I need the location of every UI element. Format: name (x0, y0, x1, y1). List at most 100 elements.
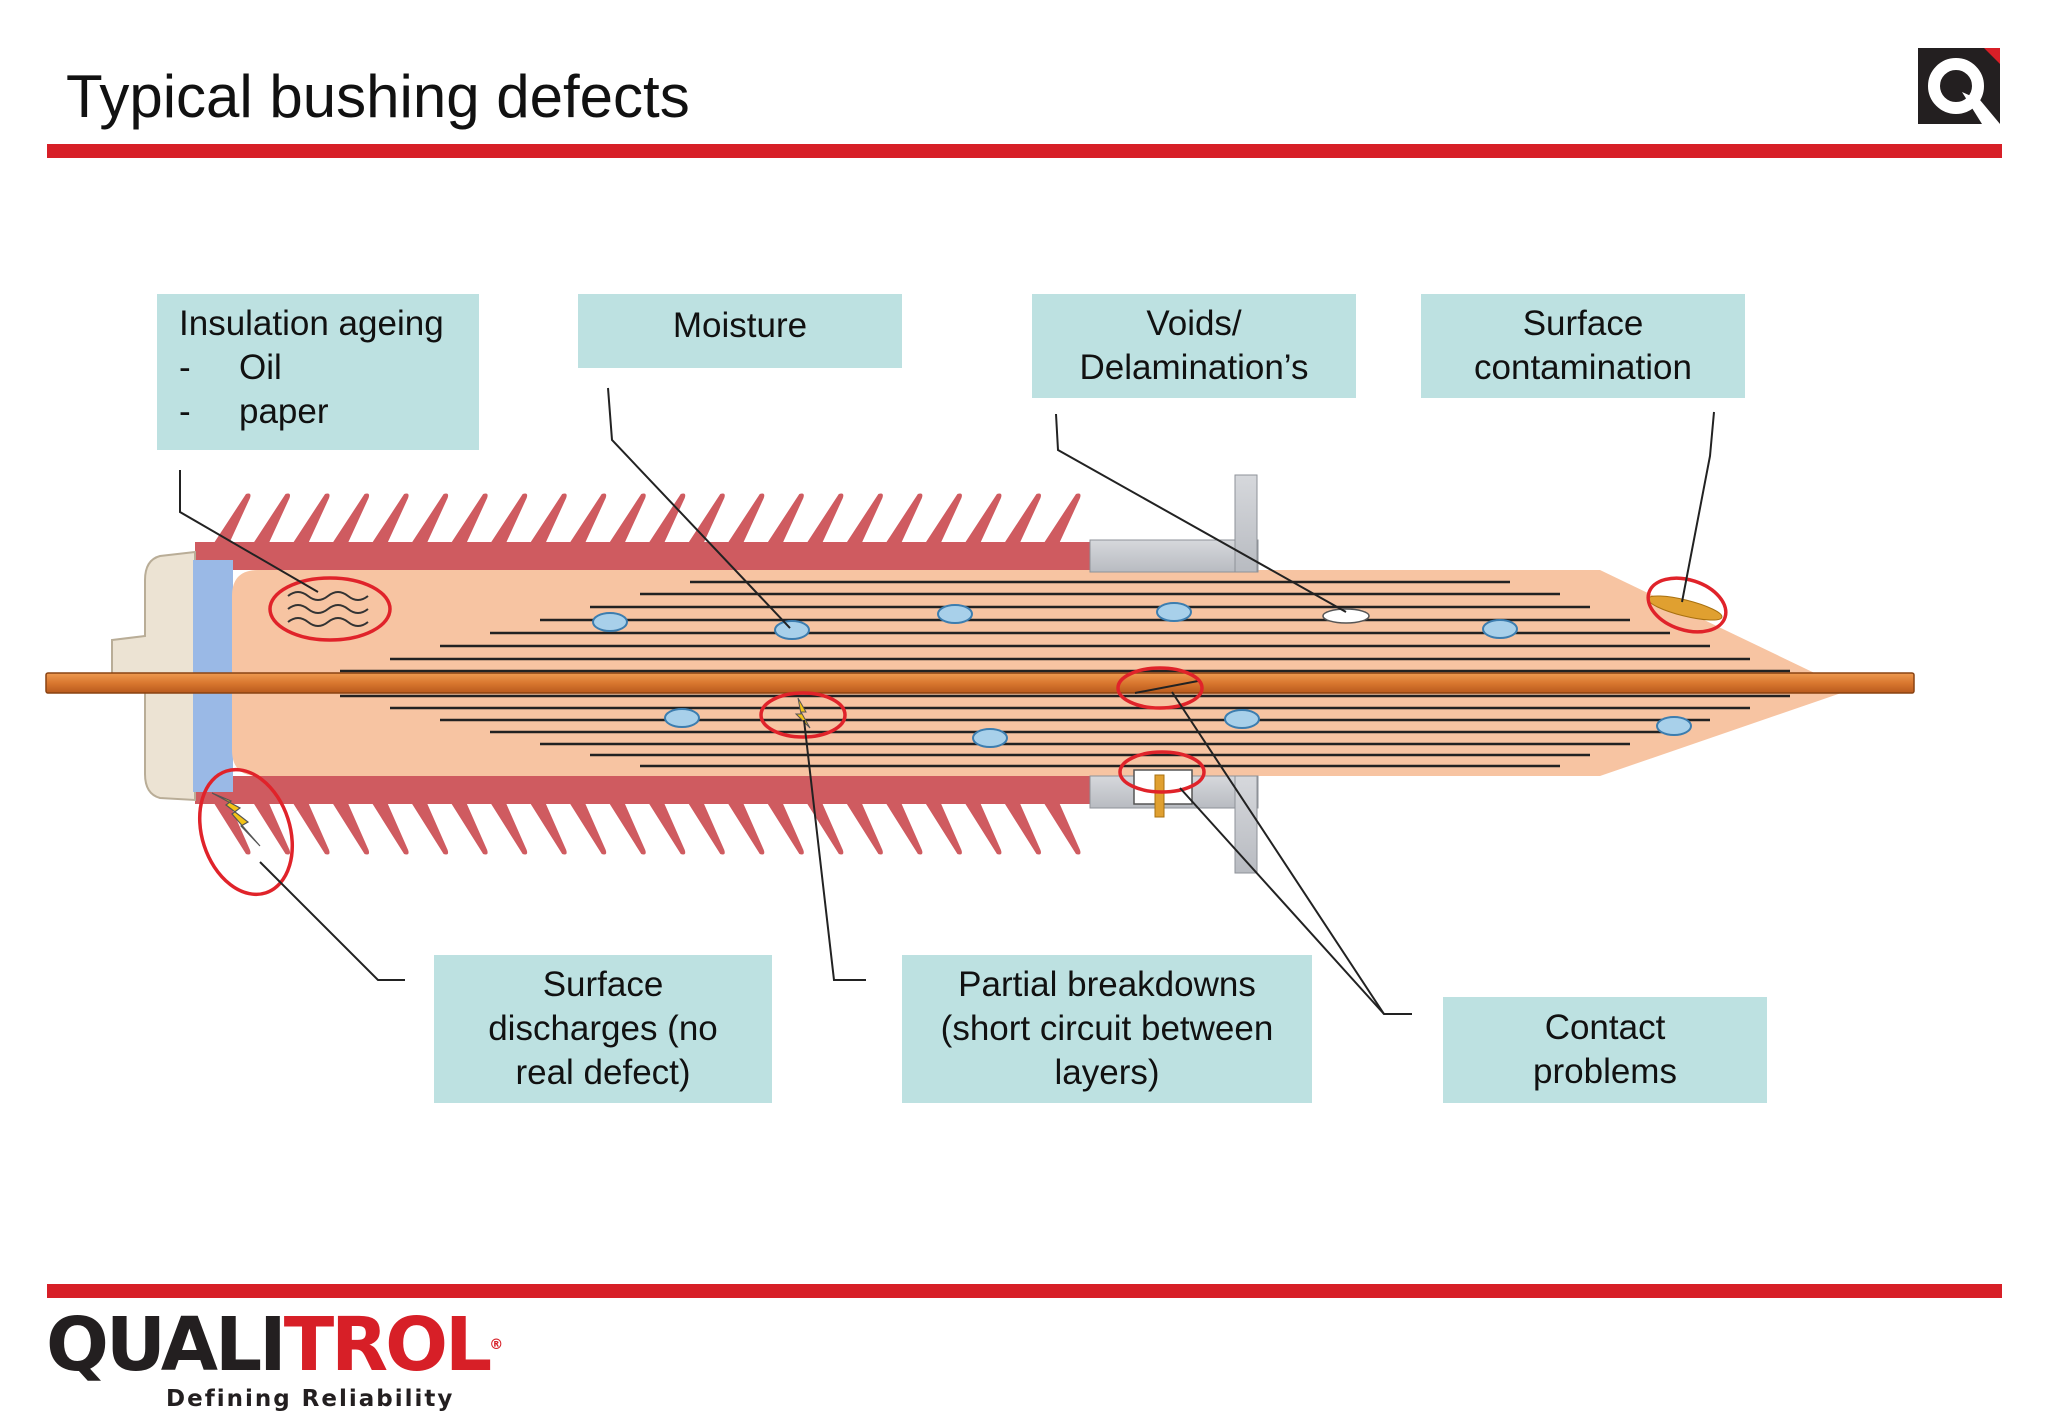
bullet-text: paper (239, 392, 329, 431)
moisture-droplet (1656, 716, 1692, 736)
foil-layers (340, 580, 1790, 768)
label-partial-breakdowns-line: Partial breakdowns (958, 965, 1256, 1004)
shed-rib (565, 493, 607, 546)
qualitrol-logo: QUALITROL® Defining Reliability (46, 1308, 503, 1412)
ageing-wave-icon (287, 591, 369, 627)
shed-rib (684, 493, 725, 546)
shed-rib (210, 800, 251, 855)
breakdown-lightning-icon (794, 697, 811, 729)
label-contact-problems: Contact problems (1443, 997, 1767, 1103)
shed-rib (723, 493, 765, 546)
layer-short-circuit (1134, 680, 1199, 694)
shed-rib (368, 800, 409, 855)
shed-rib (605, 800, 646, 855)
label-voids: Voids/ Delamination’s (1032, 294, 1356, 398)
flange-upper-plate (1234, 474, 1258, 573)
shed-rib (763, 493, 804, 546)
shed-rib (802, 493, 844, 546)
shed-rib (447, 493, 488, 546)
shed-rib (328, 493, 370, 546)
shed-rib (486, 800, 528, 855)
label-surface-contamination-line: contamination (1474, 348, 1692, 387)
upper-housing (195, 542, 1090, 570)
brand-name-suffix: TROL (283, 1302, 493, 1388)
label-surface-discharges-line: Surface (542, 965, 664, 1004)
slide-title: Typical bushing defects (66, 63, 690, 130)
moisture-droplet (1224, 709, 1260, 729)
leader-insulation-ageing (179, 470, 319, 593)
footer-divider (47, 1284, 2002, 1298)
moisture-droplet (774, 620, 810, 640)
bullet-dash: - (179, 348, 191, 387)
label-partial-breakdowns-line: layers) (1054, 1053, 1160, 1092)
bullet-text: Oil (239, 348, 282, 387)
upper-sheds (210, 493, 1081, 546)
void-marker (1322, 608, 1370, 624)
moisture-droplet (972, 728, 1008, 748)
brand-tagline: Defining Reliability (166, 1386, 455, 1412)
shed-rib (407, 800, 449, 855)
label-bullet-oil: - Oil (179, 346, 282, 390)
contact-pin (1154, 774, 1165, 818)
highlight-contact (1118, 750, 1206, 794)
label-contact-problems-line: problems (1533, 1052, 1677, 1091)
shed-rib (1000, 493, 1041, 546)
highlight-surface-contamination (1646, 576, 1728, 634)
shed-rib (249, 493, 291, 546)
moisture-droplet (1156, 602, 1192, 622)
shed-rib (565, 800, 607, 855)
shed-rib (723, 800, 765, 855)
lower-housing (195, 776, 1090, 804)
leader-surface-discharges (259, 861, 405, 981)
moisture-droplets (592, 602, 1692, 748)
moisture-droplet (664, 708, 700, 728)
lower-sheds (210, 800, 1081, 855)
shed-rib (921, 493, 962, 546)
shed-rib (960, 800, 1002, 855)
label-bullet-paper: - paper (179, 390, 329, 434)
shed-rib (526, 800, 567, 855)
highlight-short-circuit (1116, 666, 1204, 710)
shed-rib (644, 493, 686, 546)
registered-mark: ® (489, 1337, 504, 1353)
label-surface-contamination-line: Surface (1522, 304, 1644, 343)
moisture-droplet (592, 612, 628, 632)
shed-rib (210, 493, 251, 546)
flange-upper-sleeve (1089, 539, 1259, 573)
highlight-insulation-ageing (268, 576, 392, 642)
shed-rib (763, 800, 804, 855)
shed-rib (802, 800, 844, 855)
shed-rib (289, 800, 330, 855)
moisture-droplet (937, 604, 973, 624)
leader-lines (179, 387, 1715, 1015)
label-surface-discharges: Surface discharges (no real defect) (434, 955, 772, 1103)
shed-rib (605, 493, 646, 546)
shed-rib (921, 800, 962, 855)
moisture-droplet (1482, 619, 1518, 639)
flange-lower-plate (1234, 775, 1258, 874)
leader-contact-2 (1179, 787, 1385, 1015)
shed-rib (407, 493, 449, 546)
shed-rib (486, 493, 528, 546)
shed-rib (684, 800, 725, 855)
label-voids-line: Voids/ (1146, 304, 1242, 343)
header-divider (47, 144, 2002, 158)
leader-surface-contamination (1681, 411, 1715, 603)
shed-rib (644, 800, 686, 855)
q-logo-icon (1918, 48, 2000, 124)
shed-rib (526, 493, 567, 546)
shed-rib (447, 800, 488, 855)
shed-rib (289, 493, 330, 546)
shed-rib (960, 493, 1002, 546)
shed-rib (881, 800, 923, 855)
label-insulation-ageing-title: Insulation ageing (179, 304, 444, 343)
central-conductor (45, 672, 1915, 694)
label-voids-line: Delamination’s (1079, 348, 1309, 387)
bullet-dash: - (179, 392, 191, 431)
shed-rib (249, 800, 291, 855)
label-partial-breakdowns: Partial breakdowns (short circuit betwee… (902, 955, 1312, 1103)
defect-highlights (197, 576, 1728, 897)
label-contact-problems-line: Contact (1544, 1008, 1666, 1047)
brand-name: QUALITROL® (46, 1308, 503, 1382)
